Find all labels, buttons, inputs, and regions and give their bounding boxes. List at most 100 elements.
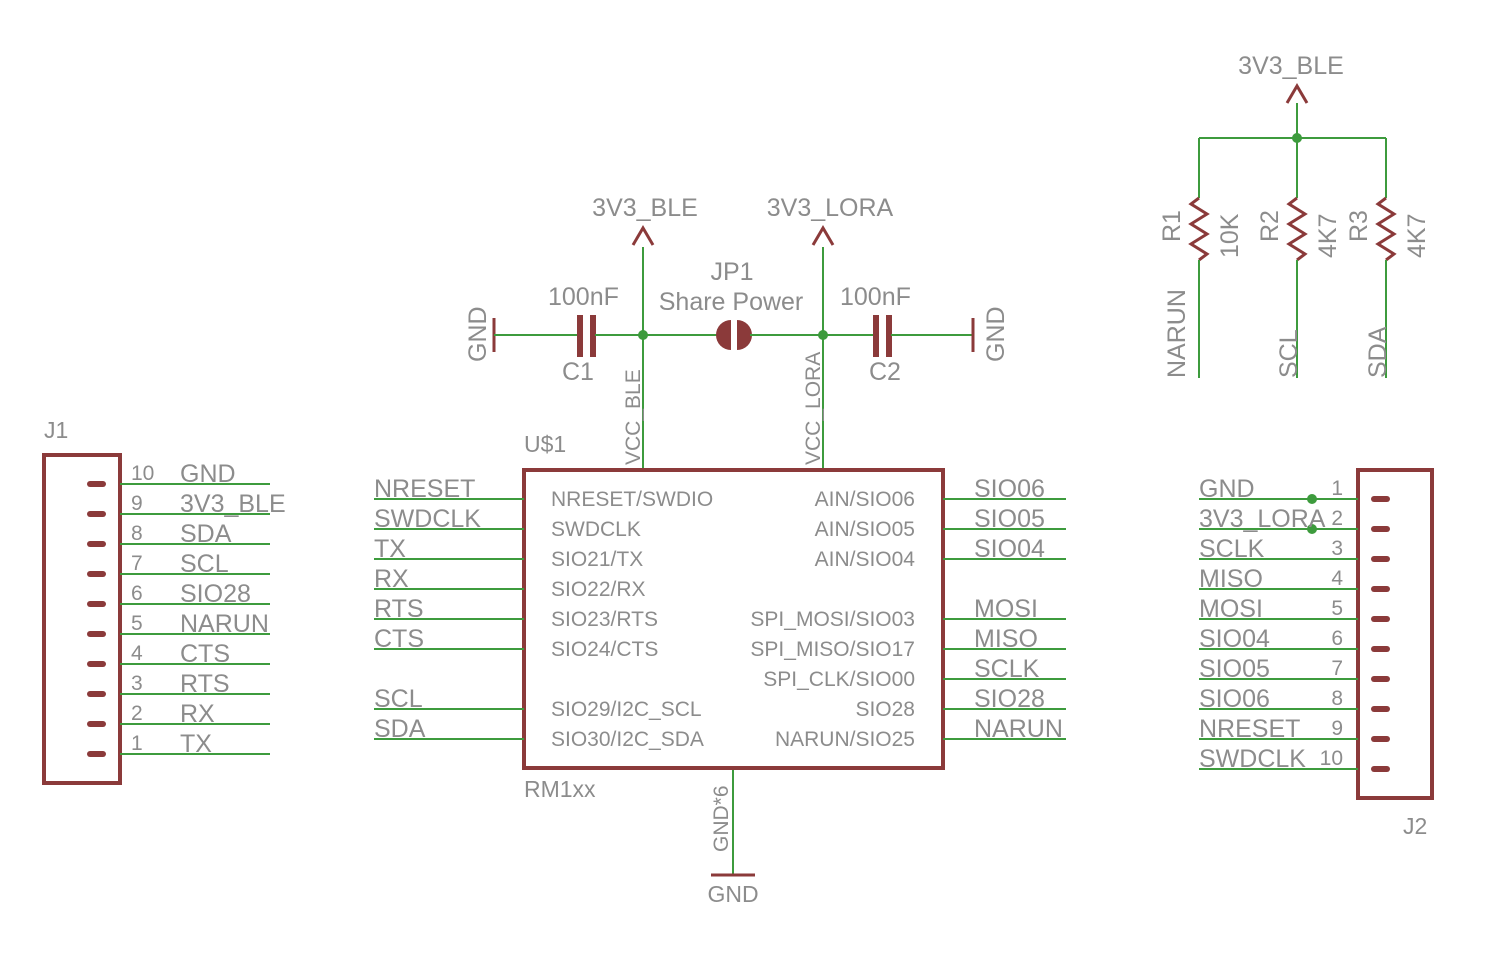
supply-ble-arrow-icon bbox=[631, 225, 655, 246]
power-section: 3V3_BLE 3V3_LORA GND 100nF C1 JP1 Share … bbox=[464, 194, 1010, 386]
u1-right-pin: AIN/SIO04 bbox=[815, 548, 916, 571]
c1-gnd-label: GND bbox=[464, 306, 492, 362]
r2-value: 4K7 bbox=[1314, 214, 1342, 258]
j2-body bbox=[1356, 468, 1434, 800]
u1-left-net: SCL bbox=[374, 685, 423, 713]
u1-right-net: SIO05 bbox=[974, 505, 1045, 533]
j2-net-label: MISO bbox=[1199, 565, 1263, 593]
u1-left-net: TX bbox=[374, 535, 406, 563]
r3-net: SDA bbox=[1364, 326, 1392, 378]
u1-pin-vcc-ble: VCC_BLE bbox=[622, 369, 645, 465]
u1-right-net: NARUN bbox=[974, 715, 1063, 743]
connector-j2: J2 1GND23V3_LORA3SCLK4MISO5MOSI6SIO047SI… bbox=[1199, 468, 1434, 839]
j2-net-label: 3V3_LORA bbox=[1199, 505, 1326, 533]
u1-right-net: SIO28 bbox=[974, 685, 1045, 713]
j1-net-label: SDA bbox=[180, 520, 232, 548]
j1-net-label: GND bbox=[180, 460, 236, 488]
u1-ref: U$1 bbox=[524, 431, 566, 457]
jp1-pad-right bbox=[737, 320, 752, 350]
u1-left-net: CTS bbox=[374, 625, 424, 653]
u1-left-pin: SIO21/TX bbox=[551, 548, 643, 571]
junction-vcc-lora bbox=[818, 330, 828, 340]
j2-net-label: SWDCLK bbox=[1199, 745, 1306, 773]
j2-net-label: GND bbox=[1199, 475, 1255, 503]
u1-left-net: SDA bbox=[374, 715, 426, 743]
j2-pin-number: 5 bbox=[1331, 597, 1343, 620]
c2-ref: C2 bbox=[869, 358, 901, 386]
r2-ref: R2 bbox=[1256, 210, 1284, 242]
j1-pin-number: 7 bbox=[131, 552, 143, 575]
jp1-pad-left bbox=[716, 320, 731, 350]
u1-right-net: SIO06 bbox=[974, 475, 1045, 503]
u1-right-pin: SPI_MOSI/SIO03 bbox=[750, 608, 915, 631]
j2-pin-number: 3 bbox=[1331, 537, 1343, 560]
u1-left-pin: SIO24/CTS bbox=[551, 638, 658, 661]
u1-right-pin: NARUN/SIO25 bbox=[775, 728, 915, 751]
j1-body bbox=[42, 453, 122, 785]
jp1-value: Share Power bbox=[659, 288, 804, 316]
u1-right-pin: SPI_CLK/SIO00 bbox=[763, 668, 915, 691]
j1-net-label: SIO28 bbox=[180, 580, 251, 608]
u1-pin-vcc-lora: VCC_LORA bbox=[802, 352, 825, 465]
jp1-ref: JP1 bbox=[710, 258, 753, 286]
j1-net-label: 3V3_BLE bbox=[180, 490, 286, 518]
j2-net-label: MOSI bbox=[1199, 595, 1263, 623]
r3-value: 4K7 bbox=[1403, 214, 1431, 258]
u1-right-net: MISO bbox=[974, 625, 1038, 653]
pullup-section: 3V3_BLE R1 10K NARUN R2 4K7 SCL R3 4K7 S… bbox=[1158, 52, 1431, 378]
u1-right-net: SIO04 bbox=[974, 535, 1045, 563]
supply-lora-arrow-icon bbox=[811, 225, 835, 246]
j1-net-label: CTS bbox=[180, 640, 230, 668]
c1-ref: C1 bbox=[562, 358, 594, 386]
u1-left-pin: SIO23/RTS bbox=[551, 608, 658, 631]
r1-net: NARUN bbox=[1163, 289, 1191, 378]
r1-ref: R1 bbox=[1158, 210, 1186, 242]
j1-net-label: RX bbox=[180, 700, 215, 728]
supply-lora-label: 3V3_LORA bbox=[767, 194, 894, 222]
j2-pin-number: 8 bbox=[1331, 687, 1343, 710]
j2-pin-number: 1 bbox=[1331, 477, 1343, 500]
c2-gnd-label: GND bbox=[982, 306, 1010, 362]
j2-net-label: SIO05 bbox=[1199, 655, 1270, 683]
u1-right-net: MOSI bbox=[974, 595, 1038, 623]
j2-pin-number: 7 bbox=[1331, 657, 1343, 680]
j2-pin-number: 4 bbox=[1331, 567, 1343, 590]
r3-ref: R3 bbox=[1345, 210, 1373, 242]
u1-left-net: RTS bbox=[374, 595, 424, 623]
u1-right-net: SCLK bbox=[974, 655, 1040, 683]
j1-pin-number: 4 bbox=[131, 642, 143, 665]
j2-net-label: SIO06 bbox=[1199, 685, 1270, 713]
j2-pin-number: 2 bbox=[1331, 507, 1343, 530]
j2-pin-number: 10 bbox=[1320, 747, 1343, 770]
u1-left-net: RX bbox=[374, 565, 409, 593]
j1-pin-number: 6 bbox=[131, 582, 143, 605]
u1-right-pin: SIO28 bbox=[855, 698, 915, 721]
r1-resistor-icon bbox=[1188, 196, 1210, 262]
j2-ref: J2 bbox=[1403, 813, 1427, 839]
r3-resistor-icon bbox=[1375, 196, 1397, 262]
j1-pin-number: 10 bbox=[131, 462, 154, 485]
c1-value: 100nF bbox=[548, 283, 619, 311]
j1-net-label: SCL bbox=[180, 550, 229, 578]
pullup-supply-arrow-icon bbox=[1285, 83, 1309, 104]
j1-pin-number: 9 bbox=[131, 492, 143, 515]
u1-left-net: SWDCLK bbox=[374, 505, 481, 533]
u1-left-pin: NRESET/SWDIO bbox=[551, 488, 713, 511]
u1-left-pin: SIO30/I2C_SDA bbox=[551, 728, 704, 751]
j1-pin-number: 2 bbox=[131, 702, 143, 725]
j2-pin-number: 9 bbox=[1331, 717, 1343, 740]
j2-net-label: SCLK bbox=[1199, 535, 1265, 563]
supply-ble-label: 3V3_BLE bbox=[592, 194, 698, 222]
j1-net-label: RTS bbox=[180, 670, 230, 698]
junction-vcc-ble bbox=[638, 330, 648, 340]
u1-right-pin: AIN/SIO06 bbox=[815, 488, 915, 511]
u1-left-pin: SIO22/RX bbox=[551, 578, 646, 601]
j1-pin-number: 3 bbox=[131, 672, 143, 695]
j1-pin-number: 1 bbox=[131, 732, 143, 755]
u1-right-pin: SPI_MISO/SIO17 bbox=[750, 638, 915, 661]
r1-value: 10K bbox=[1216, 213, 1244, 258]
r2-resistor-icon bbox=[1286, 196, 1308, 262]
u1-value: RM1xx bbox=[524, 776, 596, 802]
